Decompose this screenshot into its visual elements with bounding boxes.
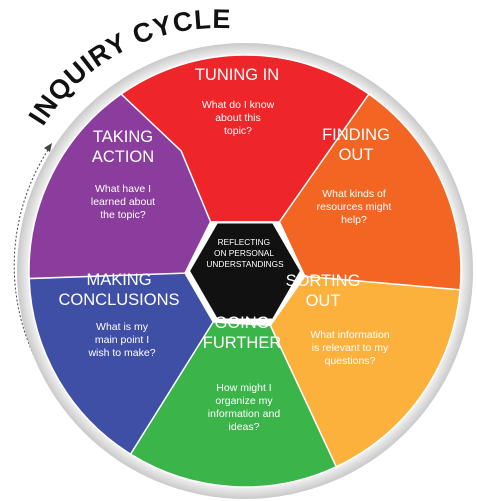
segment-finding-out bbox=[278, 93, 462, 301]
center-line-2: ON PERSONAL bbox=[214, 248, 274, 258]
segment-heading-line: TAKING bbox=[93, 128, 153, 146]
center-hexagon bbox=[187, 221, 303, 321]
segment-question-line: topic? bbox=[224, 125, 252, 137]
segment-heading-line: MAKING bbox=[86, 271, 151, 289]
segment-heading-line: CONCLUSIONS bbox=[58, 291, 179, 309]
segment-heading-line: OUT bbox=[306, 292, 341, 310]
segment-heading-line: GOING bbox=[214, 314, 269, 332]
segment-heading-sorting-out: SORTING OUT bbox=[286, 272, 361, 310]
segment-question-line: main point I bbox=[95, 334, 149, 346]
segment-heading-line: FURTHER bbox=[203, 334, 282, 352]
center-line-3: UNDERSTANDINGS bbox=[206, 259, 284, 269]
segment-question-line: the topic? bbox=[100, 209, 146, 221]
segment-question-line: about this bbox=[215, 112, 261, 124]
segment-heading-line: OUT bbox=[339, 146, 374, 164]
segment-question-line: What have I bbox=[95, 183, 151, 195]
cycle-segments bbox=[28, 54, 462, 488]
segment-heading-taking-action: TAKING ACTION bbox=[92, 128, 154, 166]
center-hub: REFLECTING ON PERSONAL UNDERSTANDINGS bbox=[187, 221, 303, 321]
segment-heading-line: SORTING bbox=[286, 272, 361, 290]
segment-question-line: ideas? bbox=[229, 421, 260, 433]
segment-heading-line: ACTION bbox=[92, 148, 154, 166]
segment-heading-finding-out: FINDING OUT bbox=[322, 126, 390, 164]
segment-question-line: resources might bbox=[317, 201, 392, 213]
segment-question-line: organize my bbox=[215, 395, 273, 407]
cycle-arrow-head bbox=[44, 143, 52, 152]
segment-question-line: questions? bbox=[325, 355, 376, 367]
segment-question-line: What kinds of bbox=[322, 188, 386, 200]
segment-question-line: What is my bbox=[96, 321, 149, 333]
cycle-arrow-arc bbox=[13, 149, 49, 361]
segment-question-line: help? bbox=[341, 214, 367, 226]
segment-heading-tuning-in: TUNING IN bbox=[195, 66, 279, 84]
segment-question-line: What do I know bbox=[202, 99, 275, 111]
segment-question-line: What information bbox=[310, 329, 390, 341]
center-line-1: REFLECTING bbox=[218, 237, 271, 247]
segment-question-line: is relevant to my bbox=[312, 342, 389, 354]
segment-heading-making-conclusions: MAKING CONCLUSIONS bbox=[58, 271, 179, 309]
segment-question-line: learned about bbox=[91, 196, 155, 208]
segment-taking-action bbox=[28, 93, 212, 280]
segment-question-line: information and bbox=[208, 408, 281, 420]
segment-heading-line: FINDING bbox=[322, 126, 390, 144]
segment-heading-line: TUNING IN bbox=[195, 66, 279, 84]
segment-question-line: wish to make? bbox=[87, 347, 155, 359]
segment-question-line: How might I bbox=[216, 382, 271, 394]
segment-sorting-out bbox=[269, 275, 461, 468]
segment-heading-going-further: GOING FURTHER bbox=[203, 314, 282, 352]
center-label: REFLECTING ON PERSONAL UNDERSTANDINGS bbox=[206, 237, 284, 269]
